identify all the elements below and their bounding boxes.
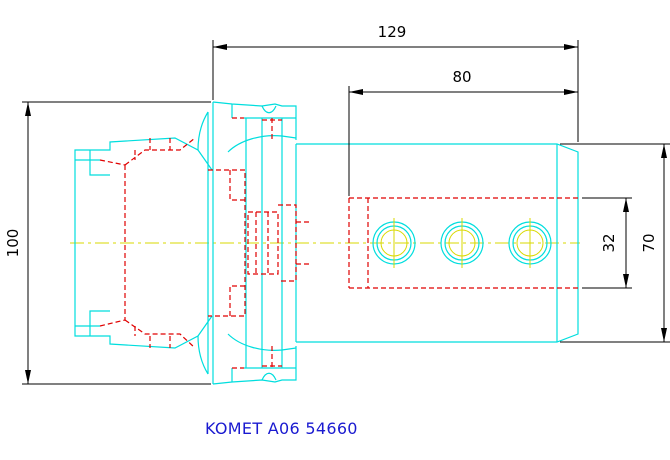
drawing-caption: KOMET A06 54660 — [205, 419, 358, 438]
holder-outline — [74, 101, 579, 385]
dim-label-32: 32 — [600, 233, 618, 252]
dimension-bore-diameter: 32 — [582, 197, 632, 289]
dimension-overall-length: 129 — [212, 23, 579, 142]
dim-label-70: 70 — [640, 233, 658, 252]
dim-label-129: 129 — [378, 23, 407, 41]
dim-label-100: 100 — [4, 229, 22, 258]
dimension-overall-diameter: 100 — [4, 101, 211, 385]
dimension-bore-depth: 80 — [348, 68, 579, 196]
dimension-shank-diameter: 70 — [560, 143, 670, 343]
hole-center-marks — [380, 218, 544, 268]
dim-label-80: 80 — [452, 68, 471, 86]
hidden-lines — [99, 117, 580, 369]
